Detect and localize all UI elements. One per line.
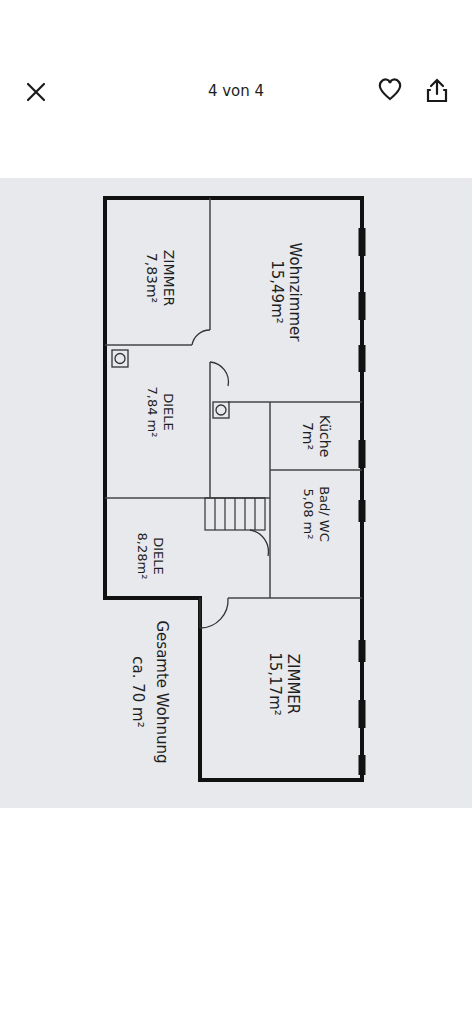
page-counter: 4 von 4 — [208, 82, 264, 100]
doors — [192, 330, 268, 628]
total-area-note: Gesamte Wohnung — [153, 620, 171, 763]
room-area: 15,49m² — [268, 243, 286, 342]
room-name: ZIMMER — [284, 652, 302, 716]
stair-tread — [224, 498, 225, 530]
walls — [105, 198, 362, 780]
room-area: 7m² — [299, 415, 316, 458]
room-label: Wohnzimmer15,49m² — [268, 243, 304, 342]
outer-wall — [105, 198, 362, 780]
window-marks — [359, 228, 366, 775]
inner-walls — [105, 198, 362, 598]
stair-tread — [214, 498, 215, 530]
room-area: 5,08 m² — [300, 486, 316, 542]
room: ZIMMER15,17m² — [200, 598, 362, 780]
stair-tread — [234, 498, 235, 530]
room-name: Wohnzimmer — [286, 243, 304, 342]
room-area: 7,83m² — [143, 250, 160, 306]
room: DIELE8,28m² — [105, 498, 200, 598]
room: Bad/ WC5,08 m² — [270, 470, 362, 598]
close-icon — [28, 84, 44, 100]
room-label: DIELE8,28m² — [134, 533, 165, 580]
room: Wohnzimmer15,49m² — [210, 198, 362, 402]
heart-icon — [380, 79, 401, 99]
room: DIELE7,84 m² — [105, 345, 210, 498]
room-label: DIELE7,84 m² — [144, 387, 175, 438]
share-icon — [428, 80, 446, 101]
room-label: ZIMMER7,83m² — [143, 250, 177, 306]
room: Küche7m² — [270, 402, 362, 470]
room: ZIMMER7,83m² — [105, 198, 210, 345]
stair-tread — [244, 498, 245, 530]
room-name: DIELE — [160, 387, 176, 438]
paper-photo — [0, 178, 472, 808]
room-label: Bad/ WC5,08 m² — [300, 486, 331, 542]
stair-tread — [254, 498, 255, 530]
stairs — [205, 498, 265, 530]
room-area: 8,28m² — [134, 533, 150, 580]
room-area: 15,17m² — [266, 652, 284, 716]
room-name: DIELE — [150, 533, 166, 580]
room-area: 7,84 m² — [144, 387, 160, 438]
room-label: Küche7m² — [299, 415, 333, 458]
total-area-note: ca. 70 m² — [129, 656, 147, 727]
room-label: ZIMMER15,17m² — [266, 652, 302, 716]
room-name: Küche — [316, 415, 333, 458]
room-name: ZIMMER — [160, 250, 177, 306]
room-name: Bad/ WC — [316, 486, 332, 542]
app-icons — [28, 79, 446, 101]
